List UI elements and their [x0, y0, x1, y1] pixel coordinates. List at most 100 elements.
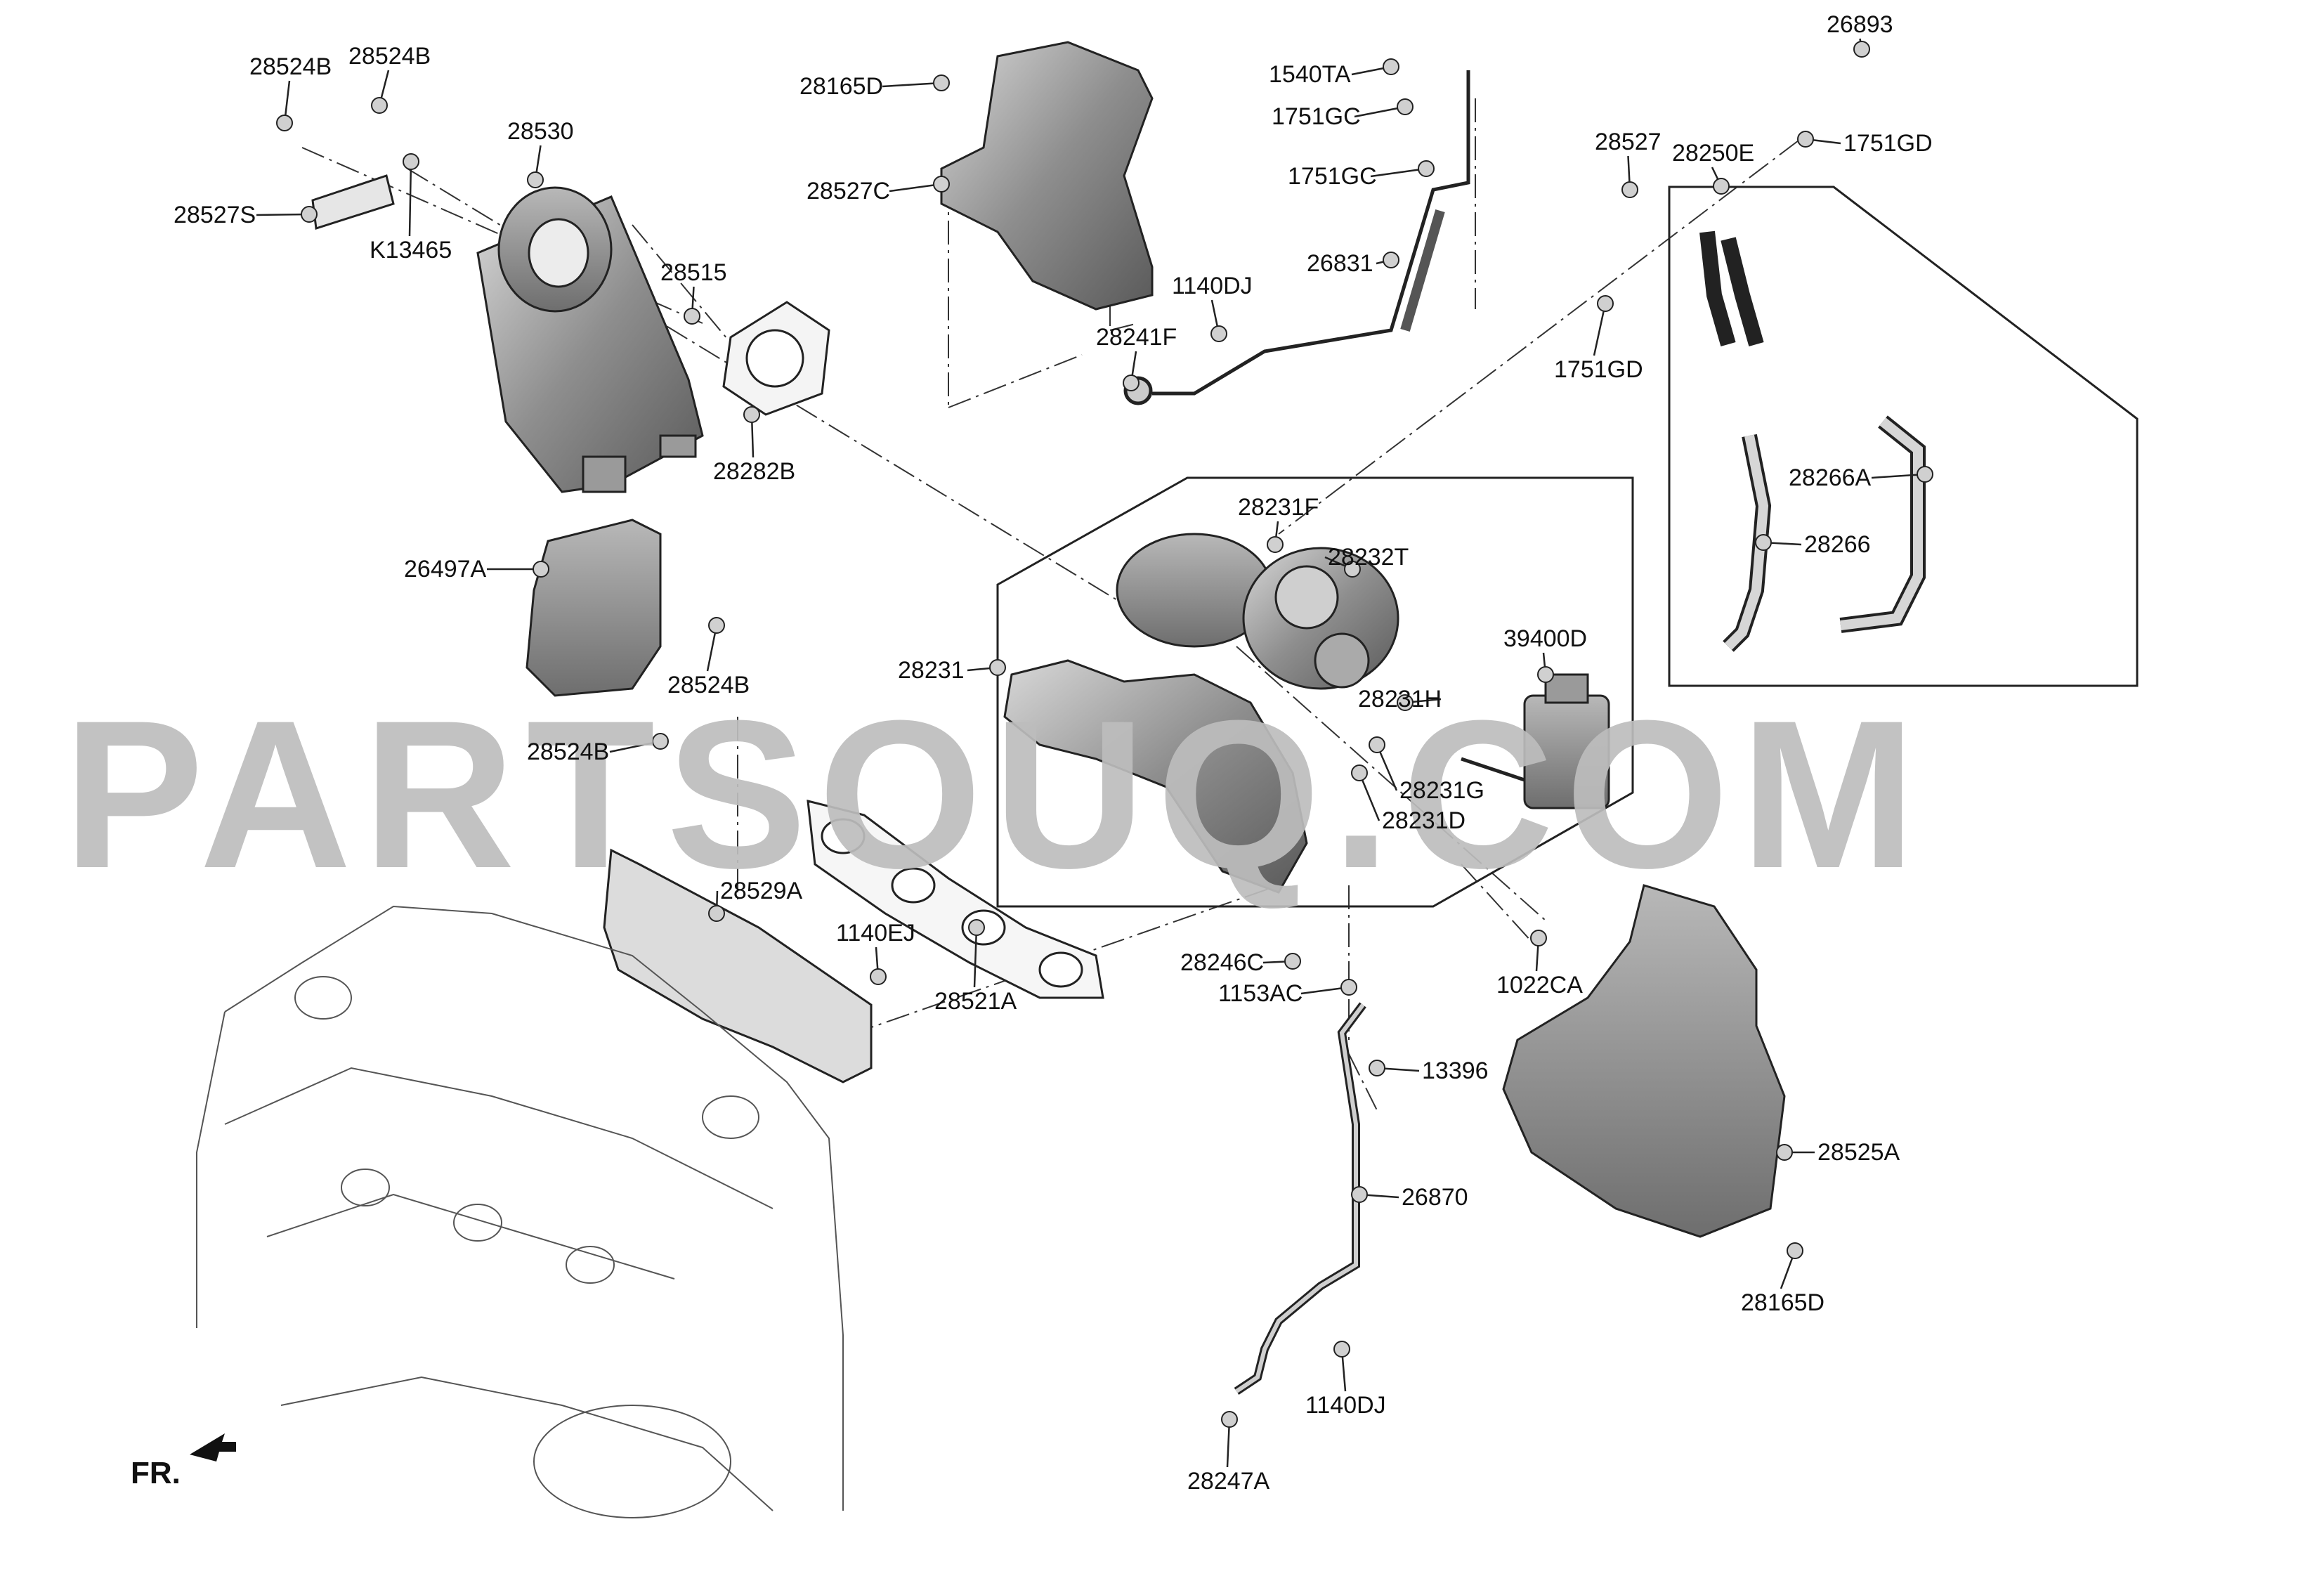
fastener-marker	[1123, 375, 1140, 391]
part-label-28529a[interactable]: 28529A	[720, 878, 803, 904]
part-label-1540ta[interactable]: 1540TA	[1269, 61, 1351, 88]
fastener-marker	[371, 97, 388, 114]
fastener-marker	[1369, 1060, 1385, 1076]
fastener-marker	[684, 308, 700, 325]
leader-line	[882, 82, 942, 88]
part-label-1751gd[interactable]: 1751GD	[1843, 130, 1933, 157]
part-label-26831[interactable]: 26831	[1307, 250, 1373, 277]
fastener-marker	[1537, 666, 1554, 683]
fastener-marker	[1853, 41, 1870, 58]
fastener-marker	[1267, 536, 1284, 553]
part-label-26893[interactable]: 26893	[1827, 11, 1893, 38]
fastener-marker	[652, 733, 669, 750]
part-label-28527c[interactable]: 28527C	[807, 178, 891, 204]
part-label-28231f[interactable]: 28231F	[1238, 494, 1319, 521]
part-label-28266a[interactable]: 28266A	[1789, 464, 1872, 491]
part-label-1751gd[interactable]: 1751GD	[1554, 356, 1643, 383]
fastener-marker	[301, 206, 318, 223]
fastener-marker	[1351, 764, 1368, 781]
coolant-hoses	[1699, 230, 1926, 652]
leader-line	[1871, 473, 1926, 479]
part-label-28231d[interactable]: 28231D	[1382, 807, 1466, 834]
part-label-28231h[interactable]: 28231H	[1358, 686, 1442, 712]
coolant-hoses-fill	[1725, 417, 1923, 650]
hose-assembly-frame	[1668, 186, 2139, 687]
fasteners	[276, 41, 1933, 1428]
leader-line	[1370, 167, 1427, 178]
front-direction-label: FR.	[131, 1456, 181, 1490]
heat-protector-top	[940, 41, 1154, 311]
engine-block	[196, 905, 844, 1518]
leader-line	[973, 927, 978, 988]
fastener-marker	[968, 919, 985, 936]
fastener-marker	[1597, 295, 1614, 312]
fastener-marker	[1755, 534, 1772, 551]
part-label-26870[interactable]: 26870	[1402, 1184, 1468, 1211]
fastener-marker	[1383, 58, 1399, 75]
watermark-text: PARTSOUQ.COM	[63, 676, 1928, 912]
fastener-marker	[403, 153, 419, 170]
fastener-marker	[1776, 1144, 1793, 1161]
fastener-marker	[708, 617, 725, 634]
fastener-marker	[1221, 1411, 1238, 1428]
fastener-marker	[1917, 466, 1933, 483]
part-label-28527s[interactable]: 28527S	[174, 202, 256, 228]
part-label-28231[interactable]: 28231	[898, 657, 965, 684]
part-label-28232t[interactable]: 28232T	[1328, 544, 1409, 571]
part-label-1140dj[interactable]: 1140DJ	[1305, 1392, 1386, 1419]
part-label-1140ej[interactable]: 1140EJ	[836, 920, 915, 946]
part-label-1751gc[interactable]: 1751GC	[1272, 103, 1361, 130]
part-label-28246c[interactable]: 28246C	[1180, 949, 1265, 976]
fastener-marker	[1397, 694, 1414, 711]
part-label-1751gc[interactable]: 1751GC	[1288, 163, 1377, 190]
fastener-marker	[1418, 160, 1435, 177]
part-label-28515[interactable]: 28515	[660, 259, 727, 286]
part-label-28266[interactable]: 28266	[1804, 531, 1871, 558]
part-label-28165d[interactable]: 28165D	[799, 73, 884, 100]
part-label-28521a[interactable]: 28521A	[934, 988, 1017, 1015]
part-label-28524b[interactable]: 28524B	[249, 53, 332, 80]
turbocharger	[1003, 533, 1399, 894]
fastener-marker	[708, 905, 725, 922]
fastener-marker	[527, 171, 544, 188]
oil-feed-pipe	[1123, 70, 1470, 405]
fastener-marker	[1797, 131, 1814, 148]
fastener-marker	[933, 74, 950, 91]
fastener-marker	[1344, 561, 1361, 578]
part-label-1153ac[interactable]: 1153AC	[1218, 980, 1303, 1007]
fastener-marker	[1369, 736, 1385, 753]
wastegate-actuator	[1461, 673, 1610, 809]
part-label-28247a[interactable]: 28247A	[1187, 1468, 1270, 1495]
part-label-1140dj[interactable]: 1140DJ	[1172, 273, 1253, 299]
part-label-28250e[interactable]: 28250E	[1672, 140, 1755, 167]
part-label-28530[interactable]: 28530	[507, 118, 574, 145]
heat-protector-26497a	[525, 519, 662, 697]
part-label-28241f[interactable]: 28241F	[1096, 324, 1177, 351]
fastener-marker	[933, 176, 950, 193]
part-label-28524b[interactable]: 28524B	[348, 43, 431, 70]
leader-line	[1354, 105, 1406, 118]
fastener-marker	[1383, 252, 1399, 268]
fastener-marker	[1397, 98, 1414, 115]
part-label-26497a[interactable]: 26497A	[404, 556, 487, 583]
front-direction-arrow	[190, 1433, 236, 1462]
fastener-marker	[1210, 325, 1227, 342]
part-label-28165d[interactable]: 28165D	[1741, 1289, 1825, 1316]
leader-line	[889, 183, 942, 193]
part-label-28282b[interactable]: 28282B	[713, 458, 796, 485]
oil-return-pipe	[1234, 1002, 1366, 1395]
fastener-marker	[743, 406, 760, 423]
fastener-marker	[1530, 930, 1547, 946]
part-label-28231g[interactable]: 28231G	[1399, 777, 1484, 804]
part-label-13396[interactable]: 13396	[1422, 1057, 1489, 1084]
part-label-28524b[interactable]: 28524B	[667, 672, 750, 698]
fastener-marker	[1351, 1186, 1368, 1203]
part-label-k13465[interactable]: K13465	[370, 237, 452, 263]
part-label-28527[interactable]: 28527	[1595, 129, 1662, 155]
part-label-28525a[interactable]: 28525A	[1817, 1139, 1900, 1166]
leader-line	[609, 740, 661, 753]
part-label-1022ca[interactable]: 1022CA	[1496, 972, 1583, 998]
heat-protector-28525a	[1502, 884, 1786, 1238]
part-label-39400d[interactable]: 39400D	[1503, 625, 1588, 652]
part-label-28524b[interactable]: 28524B	[527, 738, 610, 765]
